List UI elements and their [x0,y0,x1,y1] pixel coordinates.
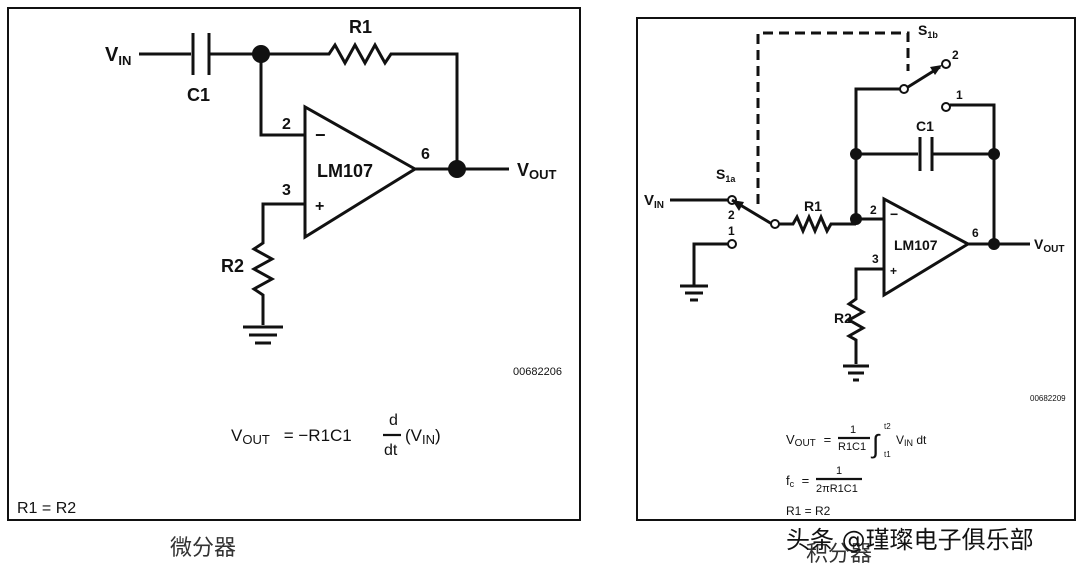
eq-num: d [389,412,398,429]
lm107-opamp [882,196,972,298]
opamp-label: LM107 [317,161,373,181]
eq2-equals: = [798,473,813,488]
caption-integrator: 积分器 [806,542,873,567]
pin-6-label: 6 [972,226,979,240]
left-feedback-wire [854,87,900,219]
r2-label: R2 [834,310,852,326]
switch-linkage-dashed [756,31,910,204]
r1-resistor [779,213,856,235]
vin-label: VIN [105,44,131,68]
watermark: 头条 @瑾璨电子俱乐部 [786,526,1034,554]
s1a-label: S1a [716,166,736,184]
plus-sign: + [315,198,324,215]
s1b-pivot [899,84,909,94]
differentiator-schematic: VIN C1 R1 2 3 6 − + LM107 VOUT R2 006822… [17,17,562,517]
integral-sign: ∫ [870,429,881,459]
s1a-pos-2-label: 2 [728,208,735,222]
r2-resistor [250,237,276,325]
c1-label: C1 [187,85,210,105]
s1a-ground-wire [692,242,728,285]
opamp-label: LM107 [894,237,938,253]
eq-lhs: VOUT [231,426,270,447]
integrator-schematic: VIN S1a 2 1 S1b 2 1 R1 C1 2 3 6 − + LM10… [644,22,1066,518]
eq1-lower-limit: t1 [884,450,891,459]
s1b-pos-2-label: 2 [952,48,959,62]
s1a-contact-1 [727,239,737,249]
pin-3-label: 3 [282,182,291,199]
plus-sign: + [890,264,897,278]
eq-den: dt [384,442,398,459]
s1b-contact-2 [941,59,951,69]
s1b-label: S1b [918,22,938,40]
differentiator-equation: VOUT = −R1C1 d dt (VIN) [231,412,441,459]
s1b-contact-1 [941,102,951,112]
r1-resistor [261,41,459,169]
eq-rhs: (VIN) [405,426,441,447]
eq1-num: 1 [850,424,856,436]
r1-label: R1 [804,198,822,214]
eq-mid: = −R1C1 [279,426,352,445]
eq2-lhs: fc [786,473,795,489]
inverting-input-wire [259,54,305,137]
eq1-equals: = [820,432,835,447]
r2-label: R2 [221,256,244,276]
pin-3-label: 3 [872,252,879,266]
figure-code: 00682206 [513,366,562,378]
c1-label: C1 [916,118,934,134]
r2-resistor [845,295,867,364]
junction-dot-output [988,238,1000,250]
eq2-den: 2πR1C1 [816,483,858,495]
eq1-lhs: VOUT [786,432,816,449]
pin-2-label: 2 [282,116,291,133]
r-equal-note: R1 = R2 [786,504,831,518]
eq2-num: 1 [836,465,842,477]
vout-label: VOUT [517,160,557,182]
lm107-opamp [303,104,418,240]
s1a-pos-1-label: 1 [728,224,735,238]
s1a-arrowhead [732,200,744,211]
eq1-body: VIN dt [896,433,927,448]
integrator-equation: VOUT = 1 R1C1 ∫ t2 t1 VIN dt [786,422,927,459]
r1-label: R1 [349,17,372,37]
pin-6-label: 6 [421,146,430,163]
integrator-panel: VIN S1a 2 1 S1b 2 1 R1 C1 2 3 6 − + LM10… [636,17,1076,521]
eq1-den: R1C1 [838,441,866,453]
s1b-pos-1-label: 1 [956,88,963,102]
differentiator-panel: VIN C1 R1 2 3 6 − + LM107 VOUT R2 006822… [7,7,581,521]
minus-sign: − [890,206,898,222]
vout-label: VOUT [1034,236,1064,255]
minus-sign: − [315,125,326,145]
noninverting-input-wire [854,267,884,295]
r-equal-note: R1 = R2 [17,500,76,517]
caption-differentiator: 微分器 [170,536,237,561]
cutoff-equation: fc = 1 2πR1C1 [786,465,862,495]
pin-2-label: 2 [870,203,877,217]
s1a-pivot [770,219,780,229]
junction-dot-output [448,160,466,178]
noninverting-input-wire [261,202,305,237]
right-feedback-wire [950,103,996,244]
s1b-arrowhead [930,65,942,75]
figure-code: 00682209 [1030,394,1066,403]
vin-label: VIN [644,192,664,211]
junction-dot-c1-right [988,148,1000,160]
eq1-upper-limit: t2 [884,422,891,431]
